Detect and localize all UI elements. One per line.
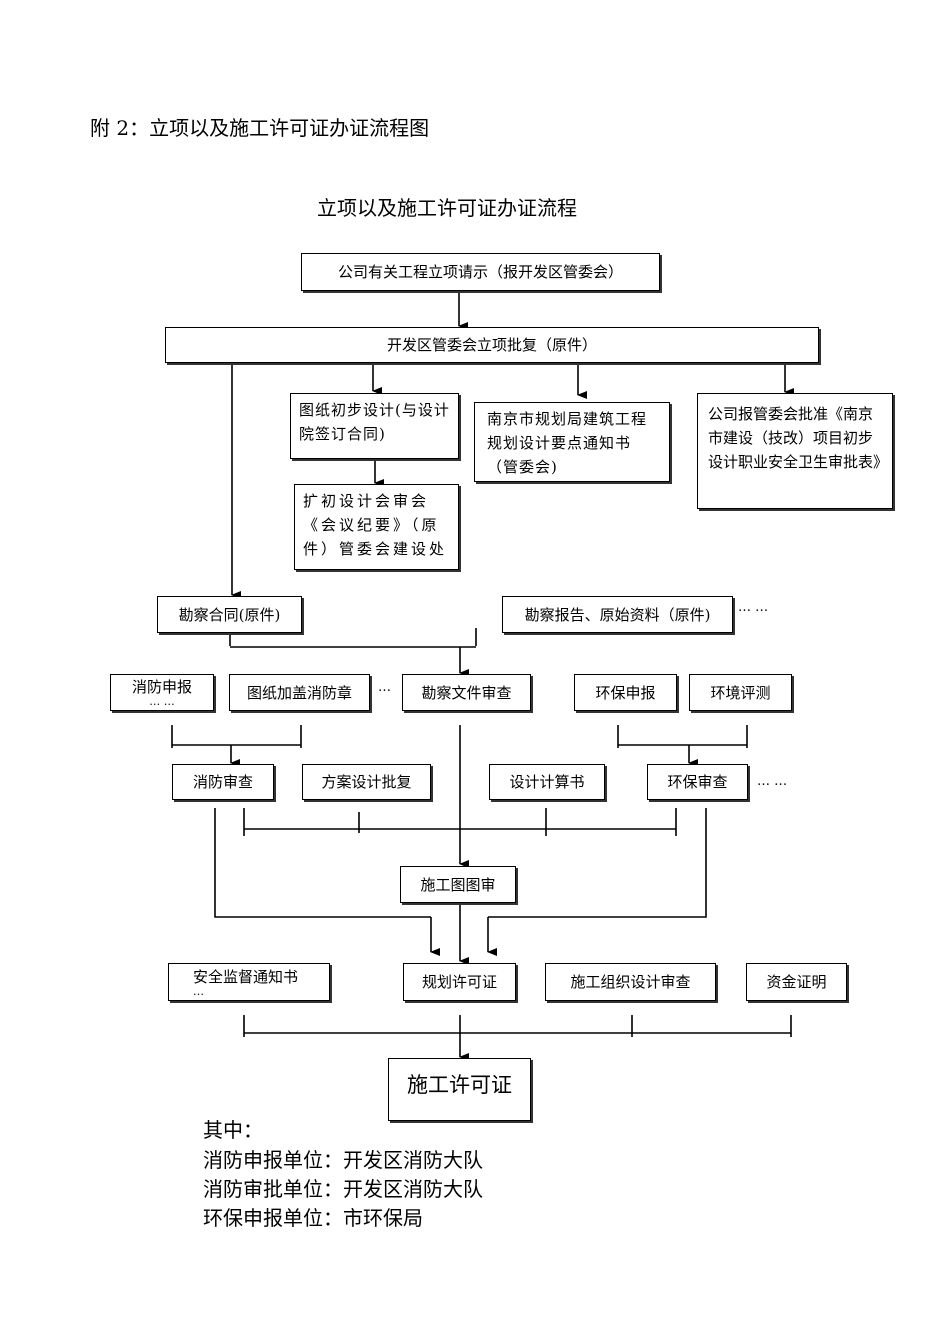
node-fire-declaration: 消防申报 … …	[110, 674, 214, 711]
bracket	[171, 725, 302, 748]
ellipsis: …	[193, 984, 204, 998]
node-safety-supervision-notice: 安全监督通知书 …	[168, 963, 330, 1001]
node-env-review: 环保审查	[647, 764, 748, 800]
node-planning-permit: 规划许可证	[403, 963, 516, 1001]
node-scheme-approval: 方案设计批复	[302, 764, 431, 800]
ellipsis: … …	[757, 774, 788, 789]
node-construction-drawing-review: 施工图图审	[400, 866, 516, 903]
diagram-title: 立项以及施工许可证办证流程	[317, 196, 577, 220]
note-line: 环保申报单位：市环保局	[203, 1206, 423, 1230]
node-safety-approval: 公司报管委会批准《南京市建设（技改）项目初步设计职业安全卫生审批表》	[697, 393, 893, 509]
ellipsis: …	[378, 680, 391, 695]
node-construction-org-review: 施工组织设计审查	[545, 963, 716, 1001]
node-planning-notice: 南京市规划局建筑工程规划设计要点通知书（管委会)	[474, 402, 670, 482]
page-heading: 附 2：立项以及施工许可证办证流程图	[90, 116, 430, 140]
bracket	[243, 808, 677, 836]
note-line: 消防审批单位：开发区消防大队	[203, 1177, 483, 1201]
node-fire-stamp: 图纸加盖消防章	[229, 674, 370, 711]
node-fire-declaration-label: 消防申报	[131, 678, 192, 696]
node-project-request: 公司有关工程立项请示（报开发区管委会）	[301, 253, 660, 291]
connector-line	[488, 808, 707, 918]
node-survey-review: 勘察文件审查	[402, 674, 531, 711]
node-construction-permit: 施工许可证	[388, 1058, 531, 1121]
bracket	[617, 725, 748, 748]
node-survey-contract: 勘察合同(原件)	[157, 596, 302, 633]
notes-heading: 其中：	[203, 1118, 263, 1142]
node-preliminary-design: 图纸初步设计(与设计院签订合同)	[290, 393, 459, 459]
node-design-calculation: 设计计算书	[489, 764, 605, 800]
node-env-assessment: 环境评测	[689, 674, 792, 711]
node-safety-supervision-notice-label: 安全监督通知书	[193, 967, 299, 986]
node-design-review-minutes: 扩初设计会审会《会议纪要》（原件）管委会建设处	[294, 484, 459, 570]
node-env-declaration: 环保申报	[574, 674, 677, 711]
ellipsis: … …	[149, 695, 175, 708]
node-survey-report: 勘察报告、原始资料（原件)	[502, 596, 733, 633]
connector-line	[214, 808, 431, 918]
node-project-approval: 开发区管委会立项批复（原件）	[165, 327, 819, 363]
node-fund-proof: 资金证明	[746, 963, 847, 1001]
note-line: 消防申报单位：开发区消防大队	[203, 1148, 483, 1172]
node-fire-review: 消防审查	[172, 764, 274, 800]
bracket	[243, 1015, 792, 1037]
ellipsis: … …	[738, 600, 769, 615]
